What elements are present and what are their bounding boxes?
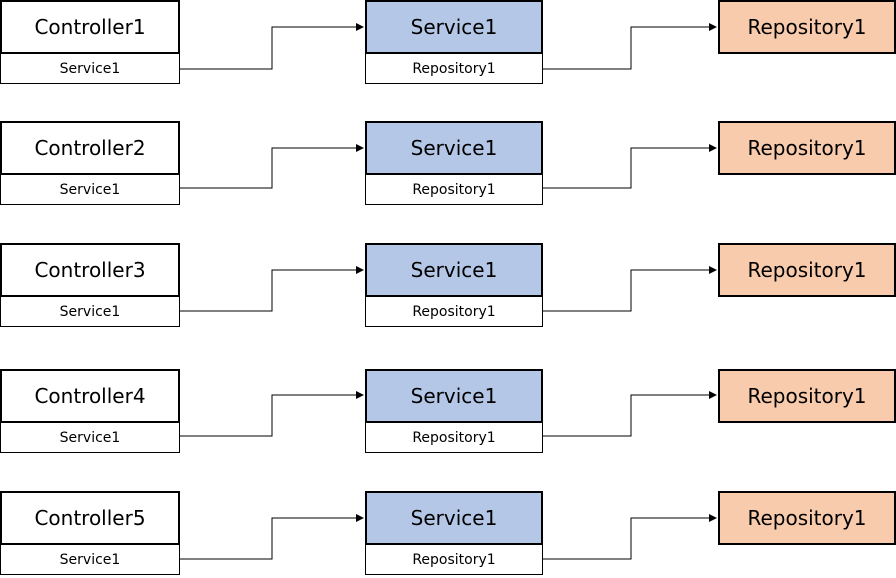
controller-to-service-arrow [180,266,364,312]
service-dependency-field: Repository1 [365,423,543,453]
service-to-repository-arrow [543,514,717,560]
service-to-repository-arrow [543,266,717,312]
connectors [180,144,717,189]
controller-dependency-field: Service1 [0,297,180,327]
service-title: Service1 [365,243,543,297]
controller-to-service-arrow [180,391,364,437]
service-title: Service1 [365,121,543,175]
service-to-repository-arrow [543,144,717,189]
controller-dependency-field: Service1 [0,423,180,453]
controller-dependency-field: Service1 [0,175,180,205]
service-dependency-field: Repository1 [365,54,543,84]
controller-title: Controller1 [0,0,180,54]
connectors [180,266,717,312]
dependency-row: Controller5 Service1 Service1 Repository… [0,491,896,577]
repository-title: Repository1 [718,243,896,297]
connectors [180,23,717,70]
service-dependency-field: Repository1 [365,297,543,327]
service-title: Service1 [365,369,543,423]
repository-title: Repository1 [718,369,896,423]
repository-title: Repository1 [718,491,896,545]
dependency-row: Controller3 Service1 Service1 Repository… [0,243,896,329]
service-to-repository-arrow [543,23,717,70]
service-to-repository-arrow [543,391,717,437]
service-title: Service1 [365,0,543,54]
service-title: Service1 [365,491,543,545]
controller-to-service-arrow [180,144,364,189]
connectors [180,391,717,437]
controller-title: Controller2 [0,121,180,175]
controller-dependency-field: Service1 [0,54,180,84]
controller-to-service-arrow [180,514,364,560]
repository-title: Repository1 [718,121,896,175]
dependency-row: Controller4 Service1 Service1 Repository… [0,369,896,455]
controller-title: Controller5 [0,491,180,545]
dependency-row: Controller2 Service1 Service1 Repository… [0,121,896,207]
repository-title: Repository1 [718,0,896,54]
controller-title: Controller3 [0,243,180,297]
controller-title: Controller4 [0,369,180,423]
controller-dependency-field: Service1 [0,545,180,575]
connectors [180,514,717,560]
dependency-row: Controller1 Service1 Service1 Repository… [0,0,896,86]
service-dependency-field: Repository1 [365,175,543,205]
controller-to-service-arrow [180,23,364,70]
service-dependency-field: Repository1 [365,545,543,575]
